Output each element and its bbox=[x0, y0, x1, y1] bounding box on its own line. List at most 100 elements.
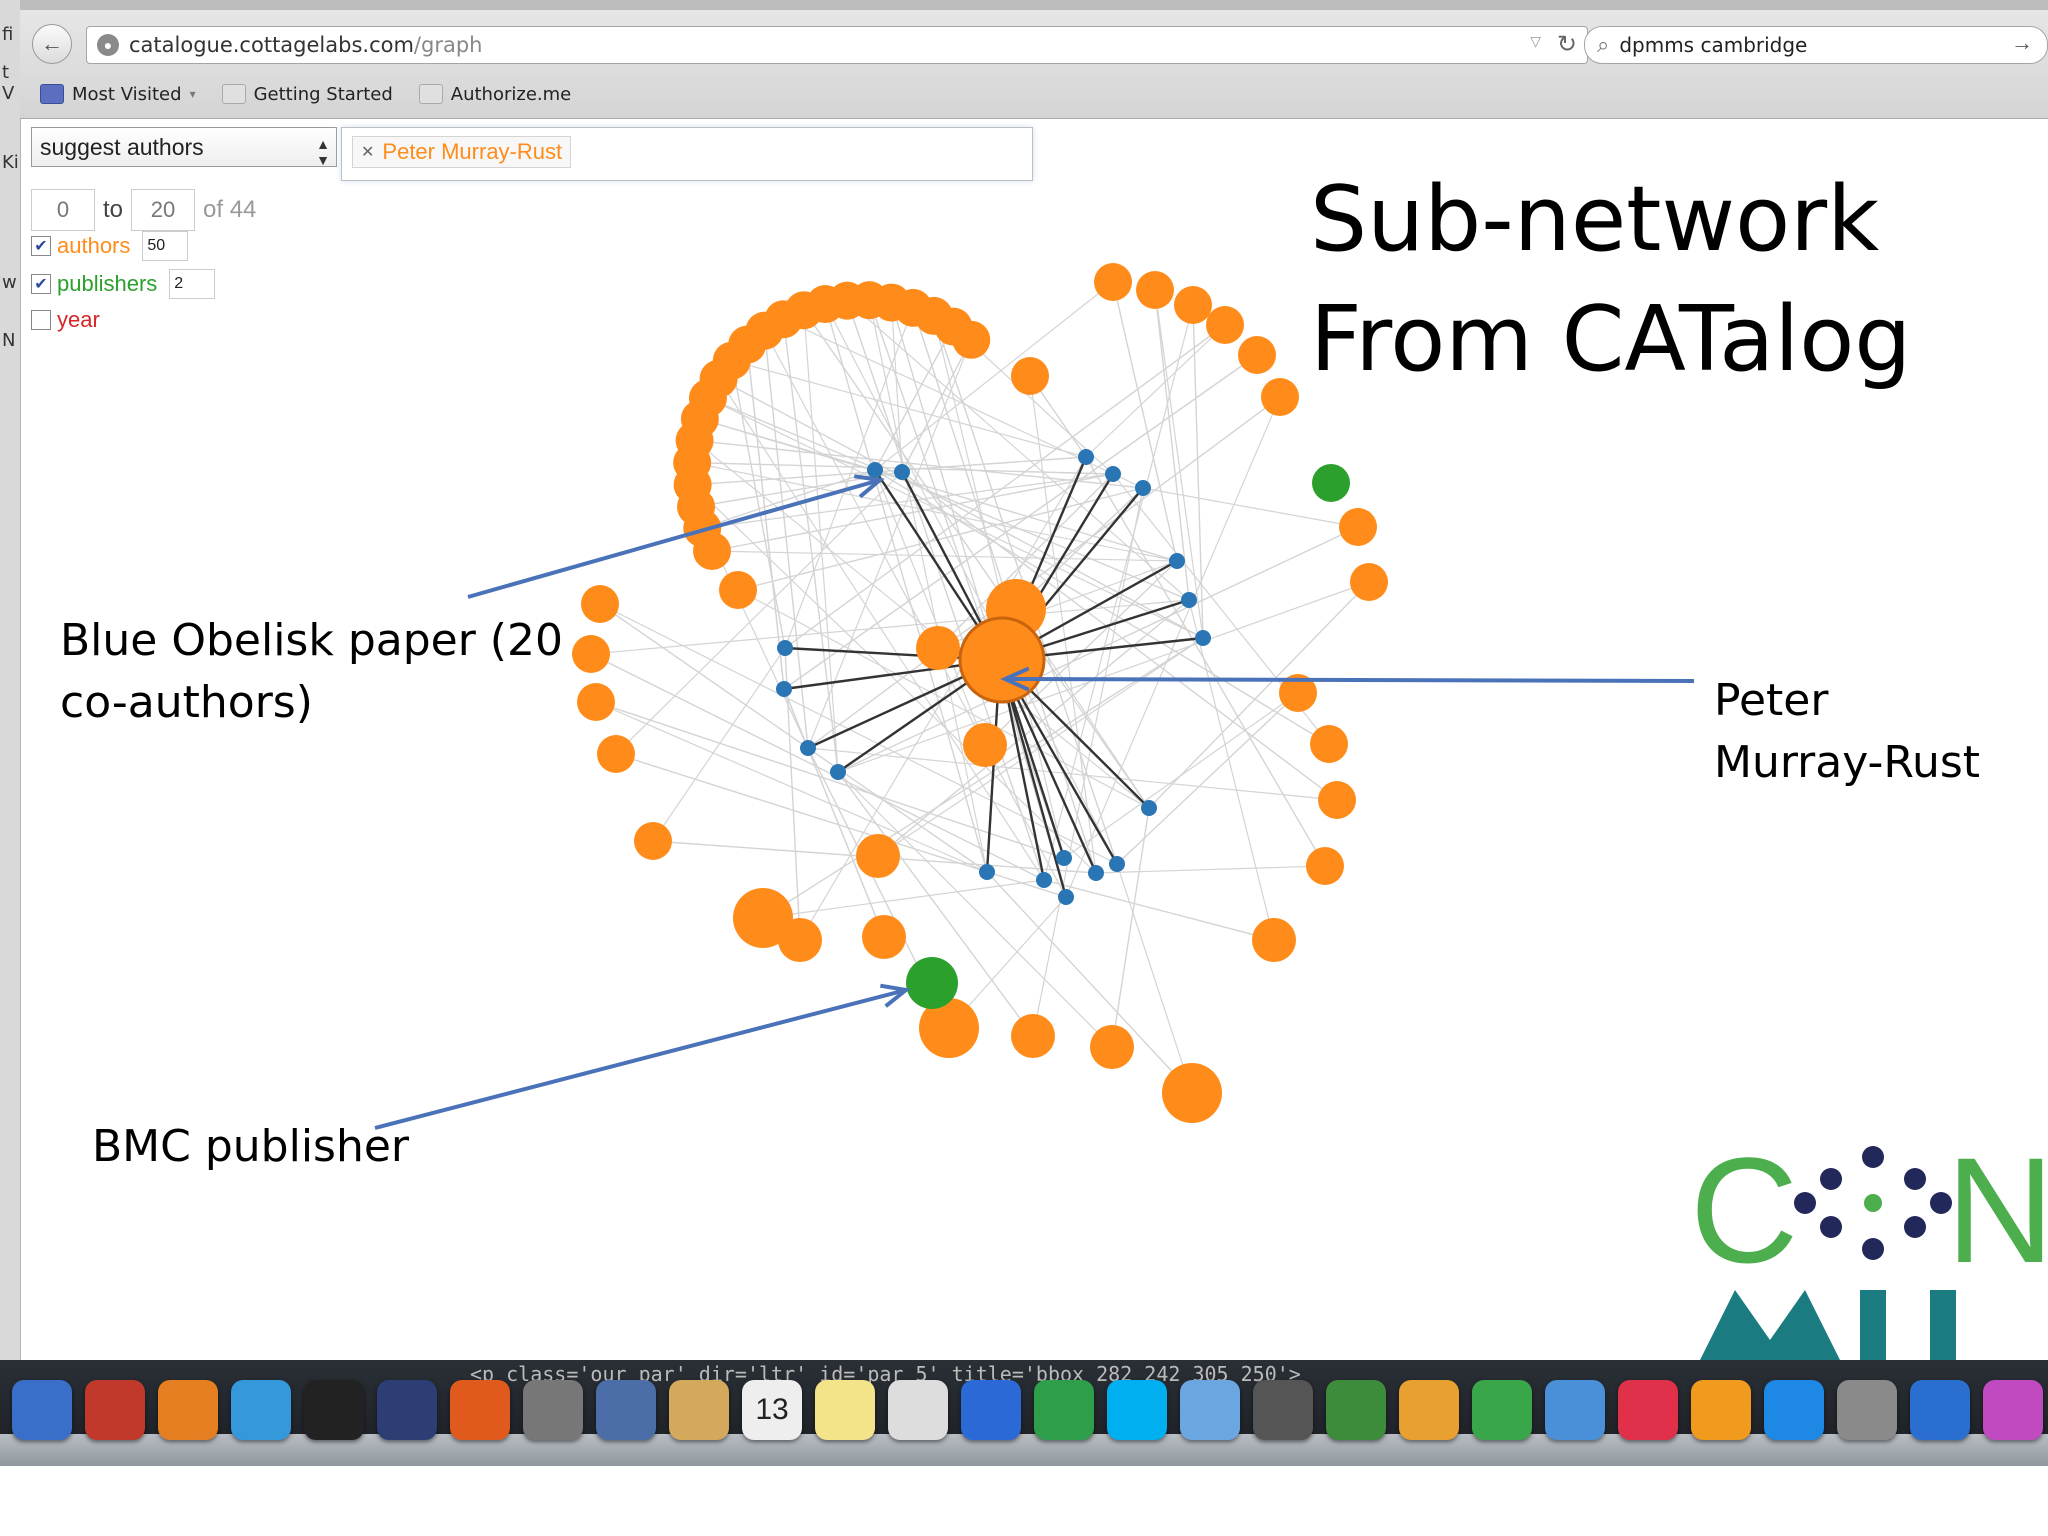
numbers-icon[interactable] bbox=[1472, 1380, 1532, 1440]
paper-node bbox=[894, 464, 910, 480]
messages-icon[interactable] bbox=[1180, 1380, 1240, 1440]
graph-edge bbox=[590, 599, 1190, 655]
arrowhead-icon bbox=[853, 474, 885, 499]
left-strip-char: fi bbox=[2, 24, 14, 45]
graph-edge bbox=[711, 473, 1114, 552]
url-dropdown-icon[interactable]: ▽ bbox=[1530, 33, 1541, 49]
range-from-input[interactable]: 0 bbox=[31, 189, 95, 231]
flower-icon[interactable] bbox=[1983, 1380, 2043, 1440]
eclipse-icon[interactable] bbox=[377, 1380, 437, 1440]
preferences-icon[interactable] bbox=[1837, 1380, 1897, 1440]
remove-token-icon[interactable]: ✕ bbox=[361, 144, 375, 161]
author-node bbox=[916, 626, 960, 670]
annotation-arrow bbox=[374, 988, 907, 1130]
graph-edge bbox=[595, 701, 1065, 859]
paper-node bbox=[1169, 553, 1185, 569]
bookmarks-bar: Most Visited▾ Getting Started Authorize.… bbox=[40, 78, 571, 110]
author-node bbox=[572, 635, 610, 673]
graph-edge bbox=[702, 469, 876, 529]
powerpoint-icon[interactable] bbox=[450, 1380, 510, 1440]
search-token[interactable]: ✕ Peter Murray-Rust bbox=[352, 136, 572, 168]
graph-edge bbox=[1095, 865, 1326, 874]
graph-edge bbox=[986, 871, 1193, 1094]
logo-letter-u bbox=[1860, 1290, 1886, 1360]
author-node bbox=[581, 585, 619, 623]
bookmark-most-visited[interactable]: Most Visited▾ bbox=[40, 84, 196, 105]
appstore-icon[interactable] bbox=[1764, 1380, 1824, 1440]
skype-icon[interactable] bbox=[1107, 1380, 1167, 1440]
rocket-icon[interactable] bbox=[523, 1380, 583, 1440]
reload-icon[interactable]: ↻ bbox=[1556, 31, 1577, 58]
graph-edge bbox=[1043, 879, 1275, 941]
keynote-icon[interactable] bbox=[1545, 1380, 1605, 1440]
ibooks-icon[interactable] bbox=[1691, 1380, 1751, 1440]
annotation-line: co-authors) bbox=[60, 677, 313, 728]
graph-edge bbox=[1112, 281, 1178, 562]
bookmark-authorize-me[interactable]: Authorize.me bbox=[418, 84, 571, 105]
bookmark-label: Getting Started bbox=[253, 83, 393, 105]
mail-icon[interactable] bbox=[669, 1380, 729, 1440]
range-to-input[interactable]: 20 bbox=[131, 189, 196, 231]
annotation-line: Murray-Rust bbox=[1714, 737, 1981, 788]
excel-icon[interactable] bbox=[1034, 1380, 1094, 1440]
paper-node bbox=[830, 764, 846, 780]
graph-edge bbox=[868, 299, 1065, 859]
graph-edge bbox=[901, 339, 972, 473]
paper-node bbox=[1078, 449, 1094, 465]
pages-icon[interactable] bbox=[1399, 1380, 1459, 1440]
logo-dot bbox=[1930, 1192, 1952, 1214]
authors-count-input[interactable]: 50 bbox=[142, 231, 189, 261]
paper-node bbox=[1105, 466, 1121, 482]
firefox-icon[interactable] bbox=[158, 1380, 218, 1440]
author-node bbox=[577, 683, 615, 721]
author-node bbox=[1261, 378, 1299, 416]
author-node bbox=[1318, 781, 1356, 819]
search-bar[interactable]: ⌕ dpmms cambridge → bbox=[1584, 26, 2048, 64]
preview-icon[interactable] bbox=[596, 1380, 656, 1440]
facetime-icon[interactable] bbox=[1253, 1380, 1313, 1440]
graph-edge bbox=[1065, 396, 1281, 898]
graph-edge bbox=[803, 309, 1150, 809]
annotation-line: Blue Obelisk paper (20 bbox=[60, 615, 563, 666]
photo-icon[interactable] bbox=[1326, 1380, 1386, 1440]
safari-icon[interactable] bbox=[231, 1380, 291, 1440]
logo-letter-m bbox=[1700, 1290, 1840, 1360]
calendar-icon[interactable]: 13 bbox=[742, 1380, 802, 1440]
slide-title: Sub-network From CATalog bbox=[1310, 160, 1911, 400]
graph-edge bbox=[783, 354, 1258, 690]
token-input[interactable]: ✕ Peter Murray-Rust bbox=[341, 127, 1033, 181]
word-icon[interactable] bbox=[961, 1380, 1021, 1440]
search-go-icon[interactable]: → bbox=[2011, 30, 2033, 55]
itunes-icon[interactable] bbox=[1618, 1380, 1678, 1440]
annotation-bmc: BMC publisher bbox=[92, 1121, 410, 1172]
acrobat-icon[interactable] bbox=[85, 1380, 145, 1440]
graph-edge bbox=[837, 771, 1113, 1048]
graph-edge bbox=[783, 688, 885, 938]
year-checkbox[interactable] bbox=[31, 310, 51, 330]
facet-label: publishers bbox=[57, 271, 158, 296]
back-button[interactable]: ← bbox=[32, 24, 72, 64]
author-node bbox=[1162, 1063, 1222, 1123]
url-bar[interactable]: ● catalogue.cottagelabs.com/graph ▽ ↻ bbox=[86, 26, 1588, 64]
graph-edge bbox=[890, 302, 903, 473]
graph-edge bbox=[807, 747, 1338, 801]
textedit-icon[interactable] bbox=[888, 1380, 948, 1440]
publishers-checkbox[interactable]: ✔ bbox=[31, 274, 51, 294]
mode-select[interactable]: suggest authors ▲▼ bbox=[31, 127, 337, 168]
arrowhead-icon bbox=[1000, 666, 1030, 692]
logo-dot bbox=[1862, 1238, 1884, 1260]
central-author-node bbox=[958, 616, 1046, 704]
url-host: catalogue.cottagelabs.com bbox=[129, 33, 414, 57]
bookmark-getting-started[interactable]: Getting Started bbox=[221, 83, 393, 105]
logo-dot bbox=[1904, 1168, 1926, 1190]
finder-icon[interactable] bbox=[12, 1380, 72, 1440]
quicktime-icon[interactable] bbox=[1910, 1380, 1970, 1440]
publishers-count-input[interactable]: 2 bbox=[169, 269, 216, 299]
stickies-icon[interactable] bbox=[815, 1380, 875, 1440]
authors-checkbox[interactable]: ✔ bbox=[31, 236, 51, 256]
author-node bbox=[1238, 336, 1276, 374]
search-icon: ⌕ bbox=[1597, 32, 1610, 57]
graph-edge bbox=[1063, 692, 1299, 859]
terminal-icon[interactable] bbox=[304, 1380, 364, 1440]
author-node bbox=[1011, 1014, 1055, 1058]
